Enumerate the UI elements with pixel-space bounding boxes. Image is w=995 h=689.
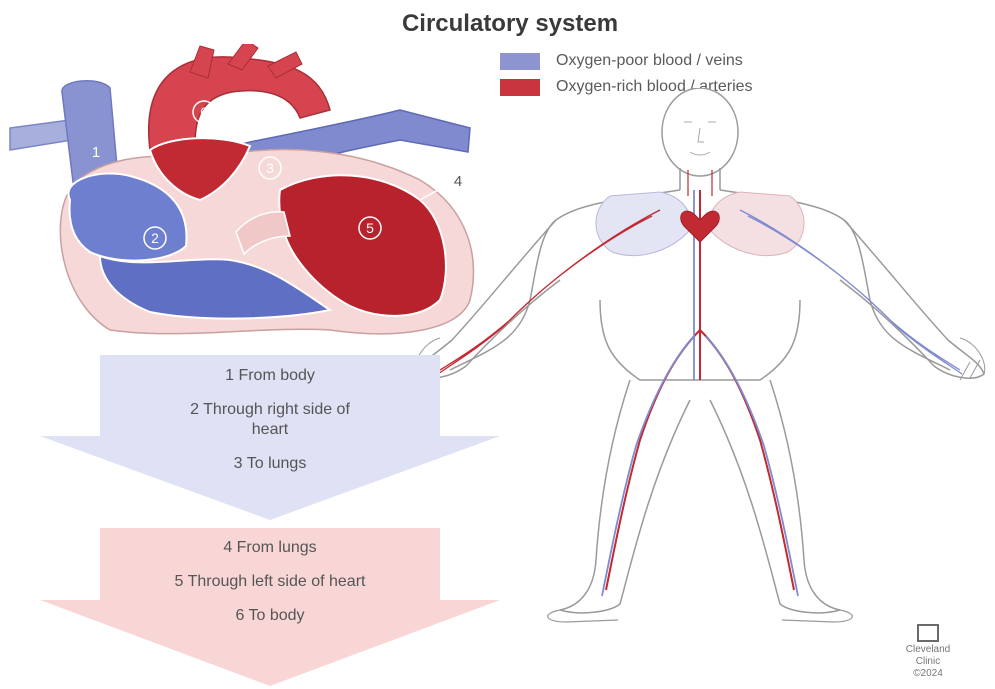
heart-label-5: 5 — [366, 220, 374, 236]
heart-label-1: 1 — [92, 144, 100, 161]
body-arm-right — [840, 220, 984, 378]
body-head — [662, 88, 738, 176]
diagram-title: Circulatory system — [300, 10, 720, 38]
body-lung-right — [709, 192, 804, 256]
logo-icon — [917, 624, 939, 642]
legend-item-veins: Oxygen-poor blood / veins — [500, 48, 753, 74]
body-lung-left — [596, 192, 691, 256]
heart-marker-1: 1 — [86, 142, 106, 162]
logo-line-1: Cleveland — [868, 644, 988, 656]
pulmonary-vessel-left — [10, 120, 72, 150]
step-1: 1 From body — [100, 366, 440, 386]
logo-line-3: ©2024 — [868, 668, 988, 680]
legend-label-veins: Oxygen-poor blood / veins — [556, 52, 743, 70]
logo-line-2: Clinic — [868, 656, 988, 668]
cleveland-clinic-logo: Cleveland Clinic ©2024 — [868, 624, 988, 680]
heart-label-2: 2 — [151, 230, 159, 246]
steps-blue: 1 From body 2 Through right side of hear… — [100, 366, 440, 474]
steps-red: 4 From lungs 5 Through left side of hear… — [100, 538, 440, 626]
step-2: 2 Through right side of heart — [170, 400, 370, 440]
step-3: 3 To lungs — [100, 454, 440, 474]
step-5: 5 Through left side of heart — [170, 572, 370, 592]
step-6: 6 To body — [100, 606, 440, 626]
step-4: 4 From lungs — [100, 538, 440, 558]
legend-swatch-veins — [500, 53, 540, 70]
heart-label-6: 6 — [200, 104, 208, 120]
heart-label-3: 3 — [266, 160, 274, 176]
